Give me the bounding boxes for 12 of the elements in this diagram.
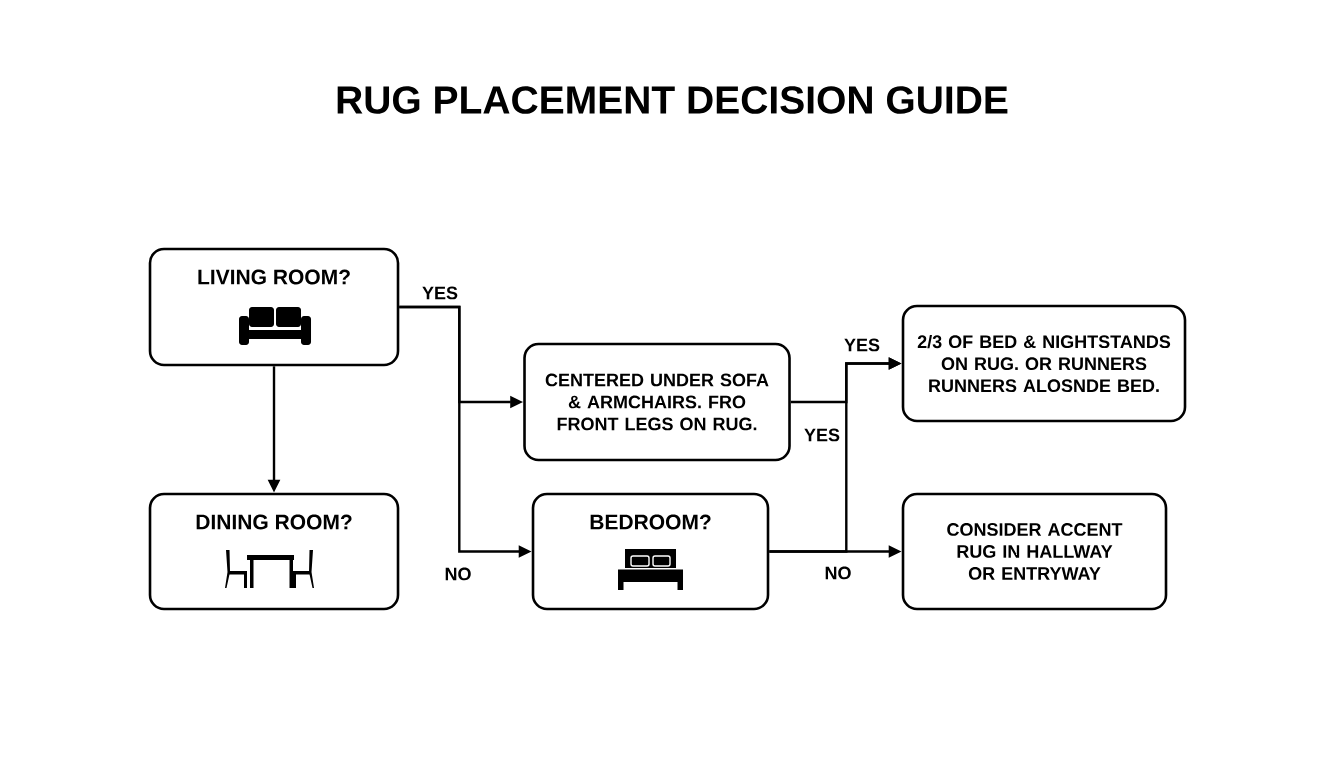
edge-label: NO bbox=[443, 566, 473, 582]
edge-label: YES bbox=[802, 427, 842, 443]
process-box: CENTERED UNDER SOFA & ARMCHAIRS. FRO FRONT LEGS ON RUG. bbox=[523, 342, 791, 462]
process-box: CONSIDER ACCENT RUG IN HALLWAY OR ENTRYWAY bbox=[901, 492, 1168, 611]
edge-label: NO bbox=[823, 565, 853, 581]
title: RUG PLACEMENT DECISION GUIDE bbox=[337, 86, 1008, 114]
edge-label: YES bbox=[842, 337, 882, 353]
edge-label: YES bbox=[420, 285, 460, 301]
decision-box: LIVING ROOM? bbox=[148, 247, 400, 367]
decision-box: DINING ROOM? bbox=[148, 492, 400, 611]
decision-box: BEDROOM? bbox=[531, 492, 770, 611]
process-box: 2/3 OF BED & NIGHTSTANDS ON RUG. OR RUNNERS RUNNERS ALOSNDE BED. bbox=[901, 304, 1187, 423]
